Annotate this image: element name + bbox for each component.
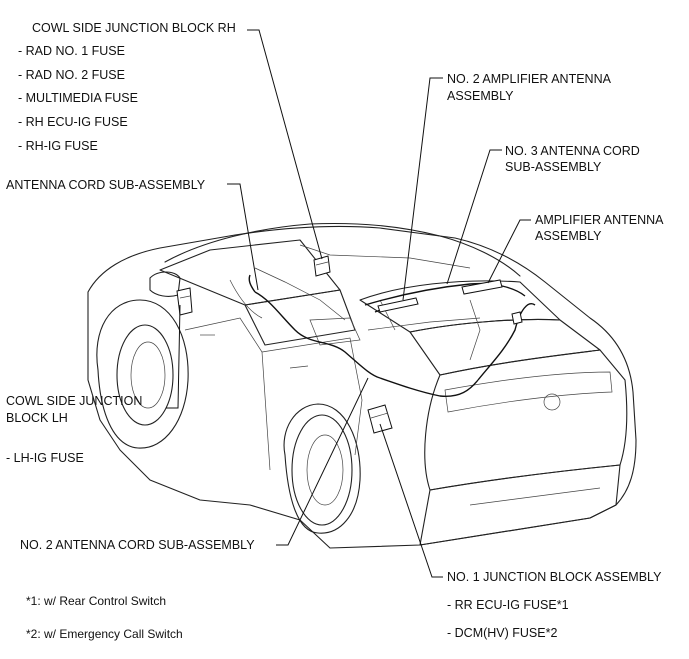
- footnote-1: *1: w/ Rear Control Switch: [26, 594, 167, 608]
- rh-ecu-ig-fuse-label: - RH ECU-IG FUSE: [18, 115, 128, 129]
- rad-no1-fuse-label: - RAD NO. 1 FUSE: [18, 44, 125, 58]
- cowl-side-junction-block-rh-label: COWL SIDE JUNCTION BLOCK RH: [32, 21, 236, 35]
- lh-ig-fuse-label: - LH-IG FUSE: [6, 451, 84, 465]
- cowl-side-junction-block-lh-label-line2: BLOCK LH: [6, 411, 68, 425]
- rad-no2-fuse-label: - RAD NO. 2 FUSE: [18, 68, 125, 82]
- rr-ecu-ig-fuse-label: - RR ECU-IG FUSE*1: [447, 598, 569, 612]
- rh-ig-fuse-label: - RH-IG FUSE: [18, 139, 98, 153]
- car-body-outline: [87, 222, 637, 549]
- component-parts: [176, 255, 523, 434]
- leader-lines: [166, 29, 531, 578]
- cowl-side-junction-block-lh-label-line1: COWL SIDE JUNCTION: [6, 394, 143, 408]
- no2-antenna-cord-label: NO. 2 ANTENNA CORD SUB-ASSEMBLY: [20, 538, 255, 552]
- amplifier-antenna-label-line1: AMPLIFIER ANTENNA: [535, 213, 664, 227]
- no3-antenna-cord-label-line1: NO. 3 ANTENNA CORD: [505, 144, 640, 158]
- no2-amplifier-antenna-label-line1: NO. 2 AMPLIFIER ANTENNA: [447, 72, 611, 86]
- multimedia-fuse-label: - MULTIMEDIA FUSE: [18, 91, 138, 105]
- no1-junction-block-label: NO. 1 JUNCTION BLOCK ASSEMBLY: [447, 570, 662, 584]
- footnote-2: *2: w/ Emergency Call Switch: [26, 627, 183, 641]
- antenna-cables: [248, 274, 536, 397]
- dcm-hv-fuse-label: - DCM(HV) FUSE*2: [447, 626, 558, 640]
- antenna-cord-sub-assembly-label: ANTENNA CORD SUB-ASSEMBLY: [6, 178, 206, 192]
- no3-antenna-cord-label-line2: SUB-ASSEMBLY: [505, 160, 602, 174]
- no2-amplifier-antenna-label-line2: ASSEMBLY: [447, 89, 514, 103]
- amplifier-antenna-label-line2: ASSEMBLY: [535, 229, 602, 243]
